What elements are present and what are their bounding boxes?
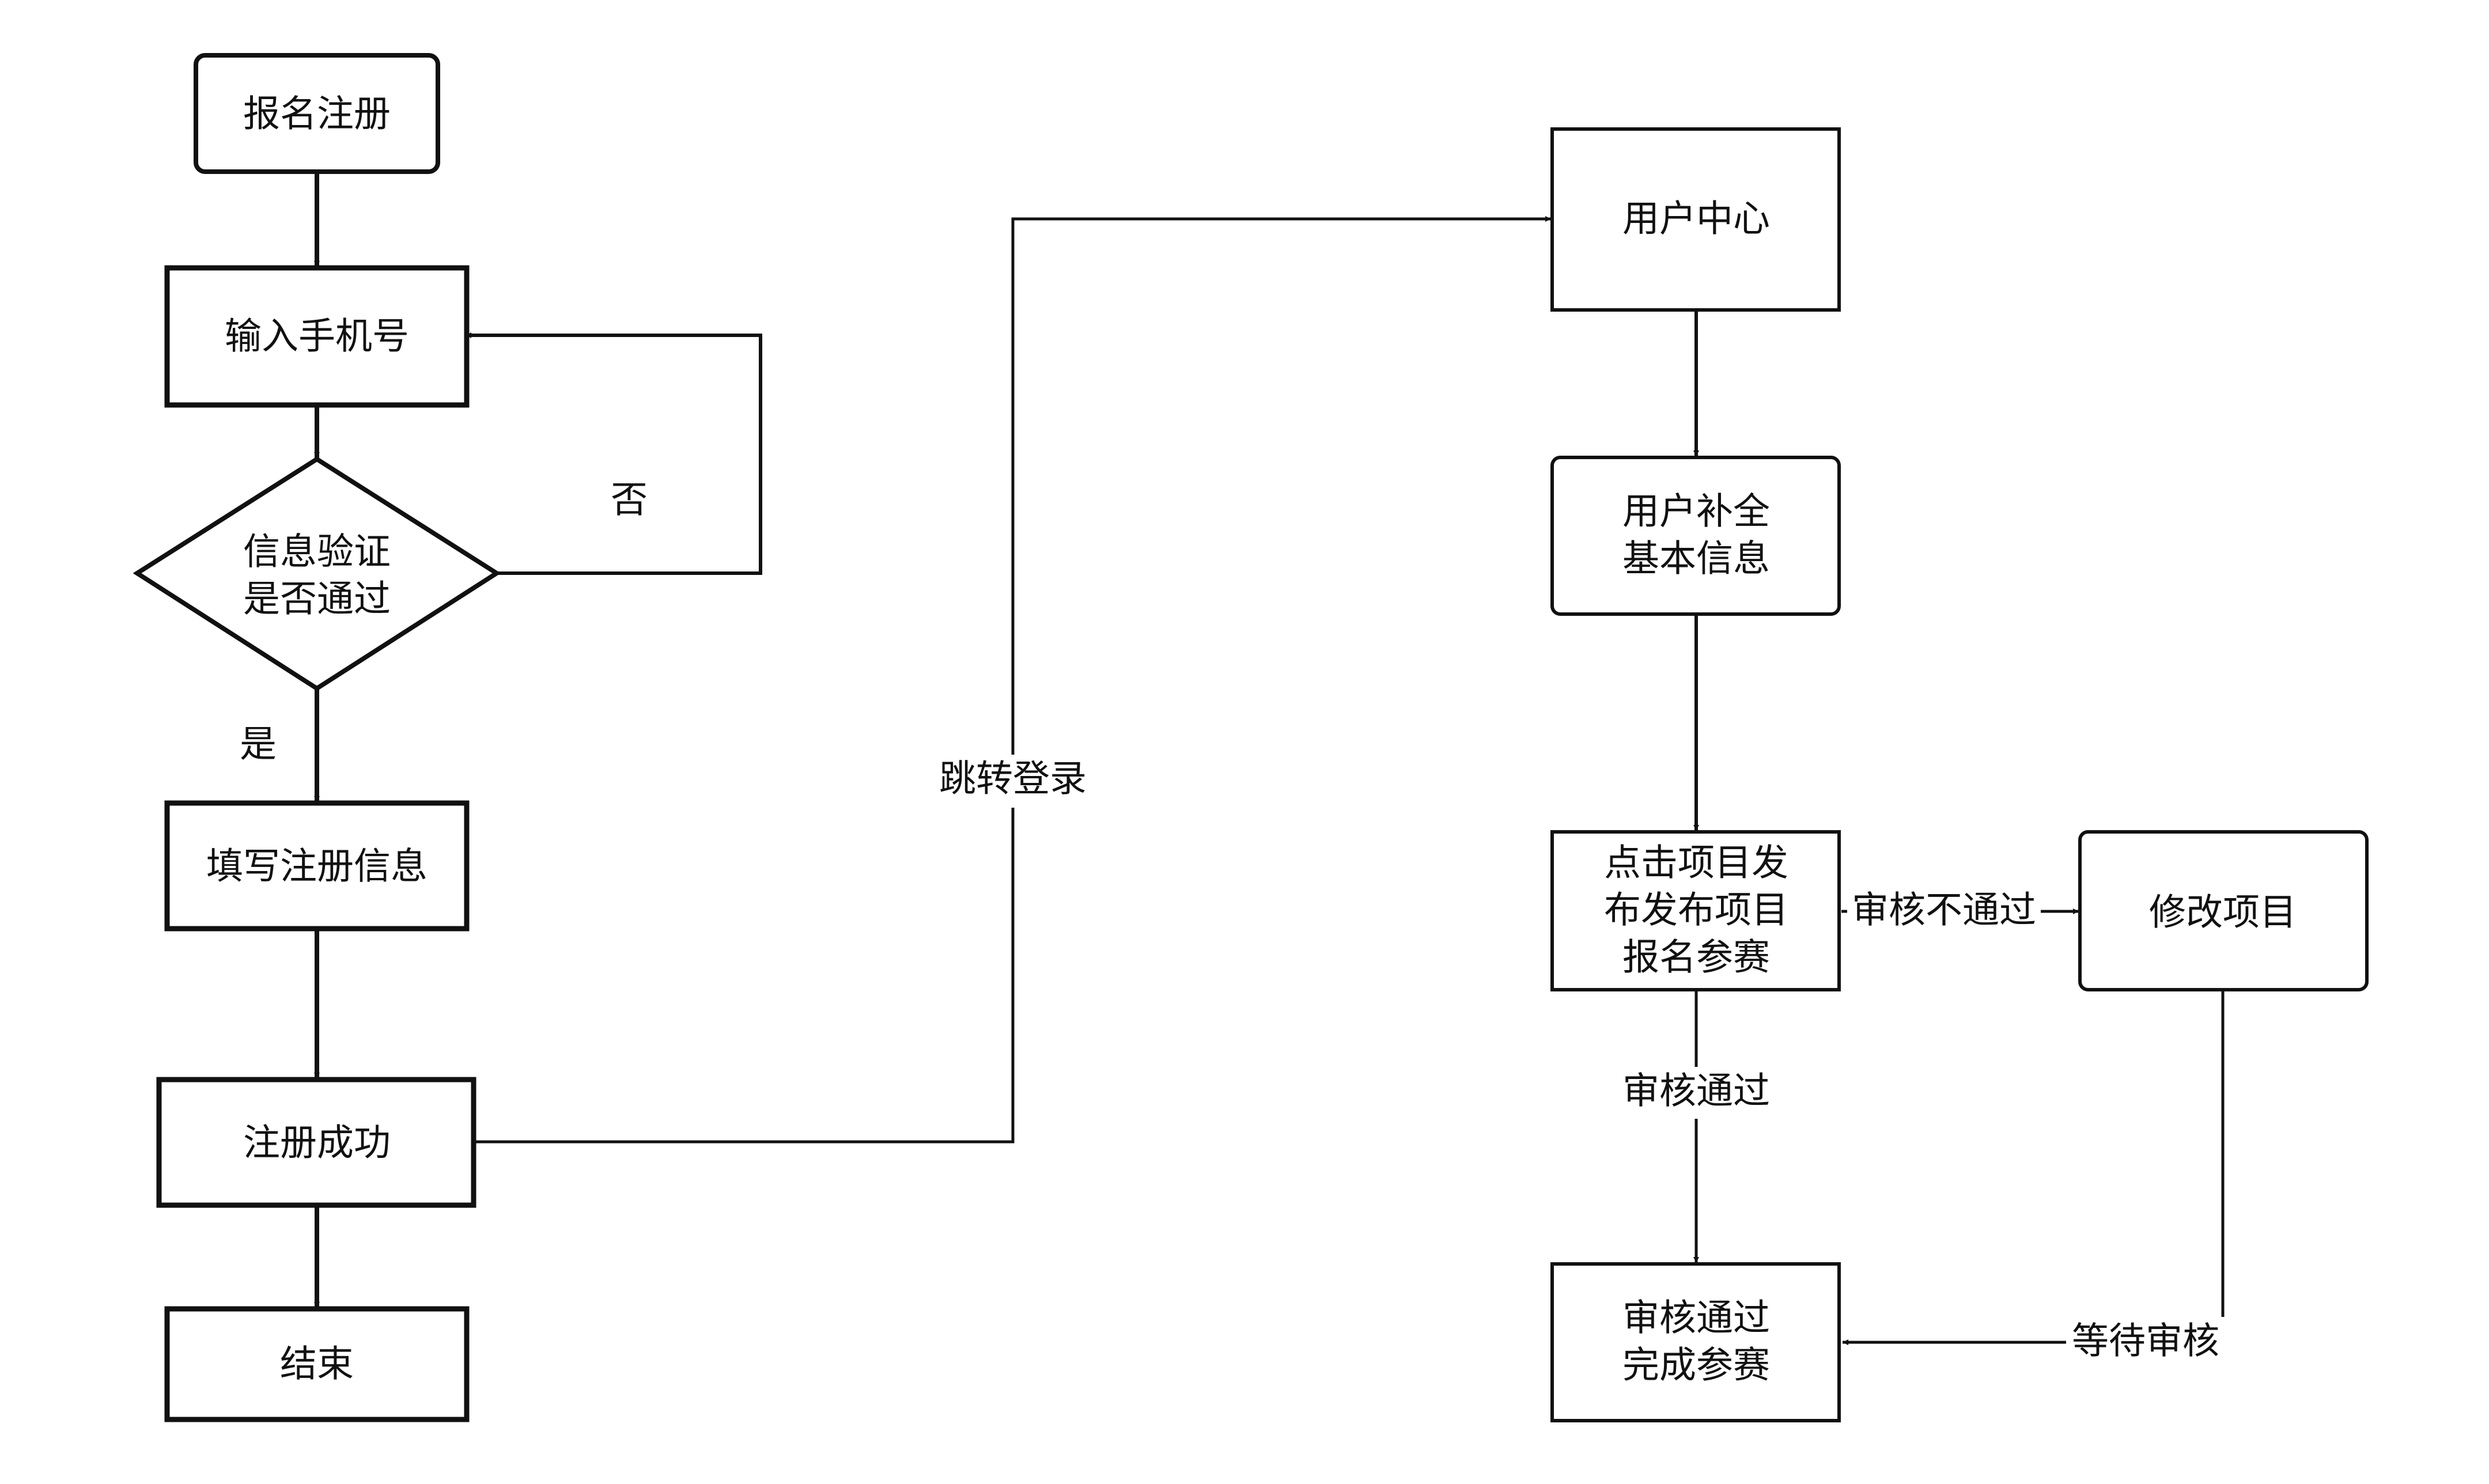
node-verify-check-line-1: 信息验证 — [243, 531, 391, 574]
node-end: 结束 — [164, 1306, 470, 1422]
label-no: 否 — [611, 479, 648, 522]
label-jump-login-bg — [928, 755, 1098, 808]
node-complete-profile-line-1: 用户补全 — [1622, 491, 1770, 533]
edge-success-to-usercenter — [474, 216, 1551, 1144]
label-review-ok: 审核通过 — [1622, 1070, 1770, 1113]
node-publish-project-line-3: 报名参赛 — [1622, 937, 1770, 979]
node-complete-profile-line-2: 基本信息 — [1622, 538, 1770, 581]
node-end-line-1: 结束 — [280, 1343, 354, 1386]
node-publish-project: 点击项目发 布发布项目 报名参赛 — [1550, 830, 1841, 991]
node-complete-profile: 用户补全 基本信息 — [1550, 456, 1841, 616]
nodes: 报名注册 输入手机号 信息验证 是否通过 填写注册信息 注册成功 结束 — [133, 53, 2369, 1422]
node-edit-project-line-1: 修改项目 — [2149, 892, 2297, 934]
edges — [314, 172, 2225, 1345]
node-fill-info: 填写注册信息 — [164, 800, 470, 932]
node-review-passed: 审核通过 完成参赛 — [1550, 1262, 1841, 1422]
label-yes: 是 — [240, 724, 277, 766]
node-signup-start: 报名注册 — [194, 53, 440, 174]
label-review-failed-bg — [1847, 886, 2041, 938]
node-verify-check-line-2: 是否通过 — [243, 578, 391, 621]
label-review-failed: 审核不通过 — [1852, 889, 2036, 932]
node-verify-check: 信息验证 是否通过 — [133, 456, 501, 691]
node-review-passed-line-1: 审核通过 — [1622, 1297, 1770, 1340]
edge-edit-to-passed — [1843, 990, 2225, 1345]
node-register-success-line-1: 注册成功 — [243, 1122, 391, 1165]
label-jump-login: 跳转登录 — [939, 758, 1087, 801]
node-edit-project: 修改项目 — [2078, 830, 2369, 991]
node-review-passed-line-2: 完成参赛 — [1622, 1345, 1770, 1387]
node-publish-project-line-2: 布发布项目 — [1604, 889, 1788, 932]
edge-labels: 否 是 跳转登录 审核不通过 审核通过 等待审核 — [240, 479, 2225, 1369]
node-enter-phone: 输入手机号 — [164, 265, 470, 408]
node-signup-start-line-1: 报名注册 — [243, 93, 391, 136]
label-wait-review-bg — [2066, 1317, 2225, 1369]
node-user-center: 用户中心 — [1550, 127, 1841, 312]
label-wait-review: 等待审核 — [2072, 1320, 2219, 1363]
label-review-ok-bg — [1617, 1067, 1776, 1119]
node-enter-phone-line-1: 输入手机号 — [225, 316, 409, 358]
node-register-success: 注册成功 — [156, 1077, 476, 1208]
node-fill-info-line-1: 填写注册信息 — [206, 846, 428, 888]
node-publish-project-line-1: 点击项目发 — [1604, 842, 1788, 885]
node-user-center-line-1: 用户中心 — [1622, 198, 1770, 241]
edge-verify-no-loop — [466, 332, 762, 575]
